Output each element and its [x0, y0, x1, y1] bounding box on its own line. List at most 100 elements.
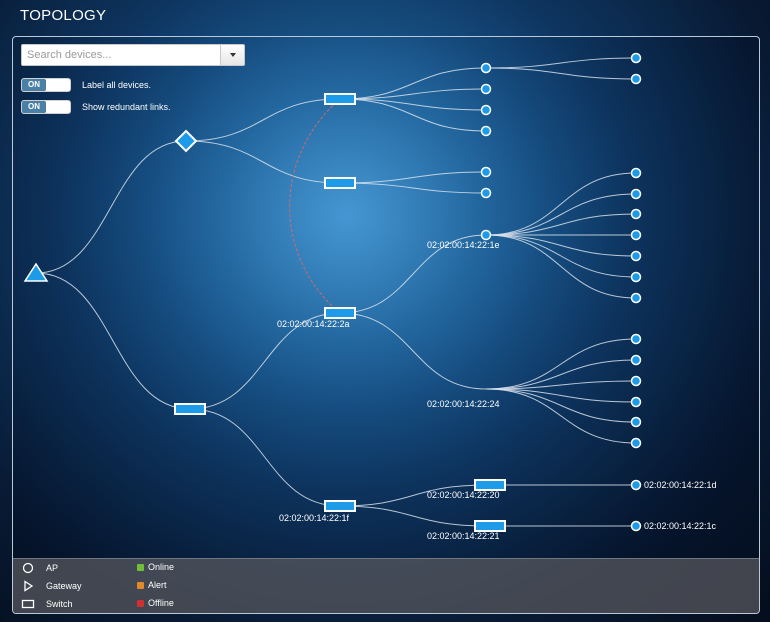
legend-item-alert: Alert	[137, 580, 167, 590]
chevron-down-icon	[229, 53, 236, 57]
link	[185, 140, 341, 184]
legend-label: Offline	[148, 598, 174, 608]
device-label: 02:02:00:14:22:1f	[279, 513, 350, 523]
switch-node[interactable]	[324, 307, 356, 319]
link	[485, 172, 637, 236]
ap-node[interactable]	[630, 73, 642, 85]
hub-node[interactable]	[174, 129, 198, 153]
legend: AP Gateway Switch Online Alert Offline	[13, 558, 759, 613]
ap-node[interactable]	[630, 396, 642, 408]
ap-node[interactable]	[630, 333, 642, 345]
legend-label: Online	[148, 562, 175, 572]
ap-node[interactable]	[630, 229, 642, 241]
link	[485, 213, 637, 236]
search-combobox	[21, 44, 245, 66]
link	[485, 67, 637, 80]
search-input[interactable]	[22, 45, 218, 65]
link	[339, 171, 487, 184]
link	[485, 388, 637, 423]
legend-label: Gateway	[46, 581, 82, 591]
toggle-state: ON	[22, 79, 46, 91]
link	[339, 98, 487, 111]
device-label: 02:02:00:14:22:1e	[427, 240, 500, 250]
ap-node[interactable]	[630, 271, 642, 283]
link	[485, 234, 637, 299]
ap-node[interactable]	[480, 62, 492, 74]
status-alert-icon	[137, 581, 144, 589]
legend-item-offline: Offline	[137, 598, 174, 608]
legend-item-online: Online	[137, 562, 174, 572]
ap-node[interactable]	[630, 375, 642, 387]
ap-node[interactable]	[630, 292, 642, 304]
ap-node[interactable]	[630, 250, 642, 262]
legend-label: Switch	[46, 599, 73, 609]
ap-node[interactable]	[630, 354, 642, 366]
ap-node[interactable]	[630, 520, 642, 532]
device-label: 02:02:00:14:22:24	[427, 399, 500, 409]
switch-node[interactable]	[324, 500, 356, 512]
ap-node[interactable]	[630, 437, 642, 449]
page-title: TOPOLOGY	[20, 7, 107, 24]
ap-node[interactable]	[480, 187, 492, 199]
status-online-icon	[137, 563, 144, 571]
link	[485, 380, 637, 390]
device-label: 02:02:00:14:22:1c	[644, 521, 717, 531]
topology-panel: 02:02:00:14:22:1e 02:02:00:14:22:2a 02:0…	[12, 36, 760, 614]
gateway-node[interactable]	[23, 262, 49, 282]
status-offline-icon	[137, 599, 144, 607]
legend-item-switch: Switch	[21, 598, 73, 610]
redundant-link	[289, 98, 341, 314]
toggle-row-redundant-links: ON Show redundant links.	[21, 100, 171, 114]
link	[485, 338, 637, 390]
link	[339, 505, 487, 527]
link	[485, 57, 637, 69]
link	[485, 359, 637, 390]
device-label: 02:02:00:14:22:2a	[277, 319, 350, 329]
ap-node[interactable]	[630, 167, 642, 179]
switch-node[interactable]	[474, 520, 506, 532]
label-all-toggle[interactable]: ON	[21, 78, 71, 92]
link	[339, 182, 487, 194]
gateway-icon	[21, 580, 35, 592]
redundant-links-toggle[interactable]: ON	[21, 100, 71, 114]
ap-node[interactable]	[480, 166, 492, 178]
legend-label: AP	[46, 563, 59, 573]
ap-node[interactable]	[630, 208, 642, 220]
legend-item-ap: AP	[21, 562, 58, 574]
ap-node[interactable]	[480, 104, 492, 116]
ap-node[interactable]	[630, 52, 642, 64]
switch-node[interactable]	[474, 479, 506, 491]
ap-node[interactable]	[480, 83, 492, 95]
topology-graph: 02:02:00:14:22:1e 02:02:00:14:22:2a 02:0…	[23, 52, 717, 541]
switch-node[interactable]	[324, 93, 356, 105]
search-dropdown-button[interactable]	[220, 45, 244, 65]
legend-label: Alert	[148, 580, 167, 590]
legend-item-gateway: Gateway	[21, 580, 82, 592]
links	[35, 57, 637, 527]
link	[339, 312, 487, 390]
ap-node[interactable]	[630, 416, 642, 428]
device-label: 02:02:00:14:22:1d	[644, 480, 717, 490]
link	[485, 234, 637, 278]
toggle-label: Label all devices.	[82, 80, 152, 90]
ap-node[interactable]	[630, 188, 642, 200]
switch-node[interactable]	[174, 403, 206, 415]
link	[185, 98, 341, 142]
link	[189, 312, 341, 410]
link	[35, 140, 187, 274]
switch-node[interactable]	[324, 177, 356, 189]
ap-icon	[21, 562, 35, 574]
ap-node[interactable]	[480, 125, 492, 137]
switch-icon	[21, 598, 35, 610]
toggle-row-label-all: ON Label all devices.	[21, 78, 151, 92]
ap-node[interactable]	[630, 479, 642, 491]
toggle-label: Show redundant links.	[82, 102, 171, 112]
link	[339, 88, 487, 100]
toggle-state: ON	[22, 101, 46, 113]
link	[485, 193, 637, 236]
link	[339, 484, 487, 507]
ap-node[interactable]	[480, 229, 492, 241]
device-label: 02:02:00:14:22:21	[427, 531, 500, 541]
link	[189, 408, 341, 507]
link	[485, 234, 637, 257]
